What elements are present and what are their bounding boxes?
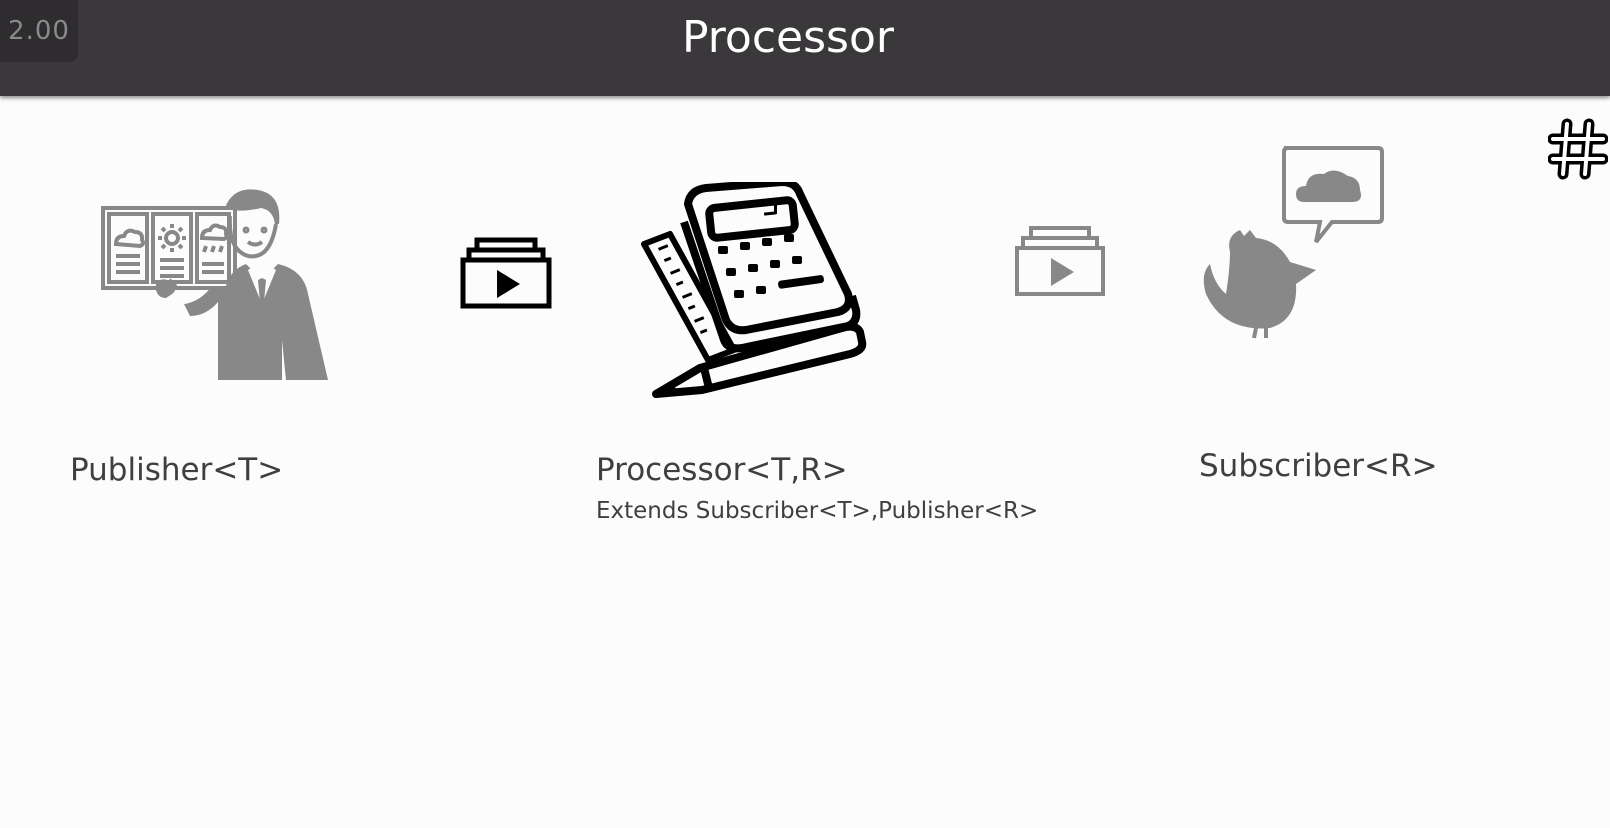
subscriber-label: Subscriber<R>: [1199, 448, 1438, 484]
calculator-ruler-pencil-icon: [641, 182, 867, 398]
page-title: Processor: [682, 12, 894, 63]
publisher-label: Publisher<T>: [70, 452, 284, 488]
bird-speech-bubble-icon: [1203, 146, 1384, 339]
weather-presenter-icon: [101, 189, 328, 380]
processor-sublabel: Extends Subscriber<T>,Publisher<R>: [596, 498, 1039, 524]
header-bar: 2.00 Processor: [0, 0, 1610, 96]
hash-icon[interactable]: [1548, 118, 1608, 180]
version-badge: 2.00: [0, 0, 78, 62]
video-stream-icon: [1015, 226, 1105, 296]
video-stream-icon: [460, 237, 552, 309]
processor-label: Processor<T,R>: [596, 452, 848, 488]
